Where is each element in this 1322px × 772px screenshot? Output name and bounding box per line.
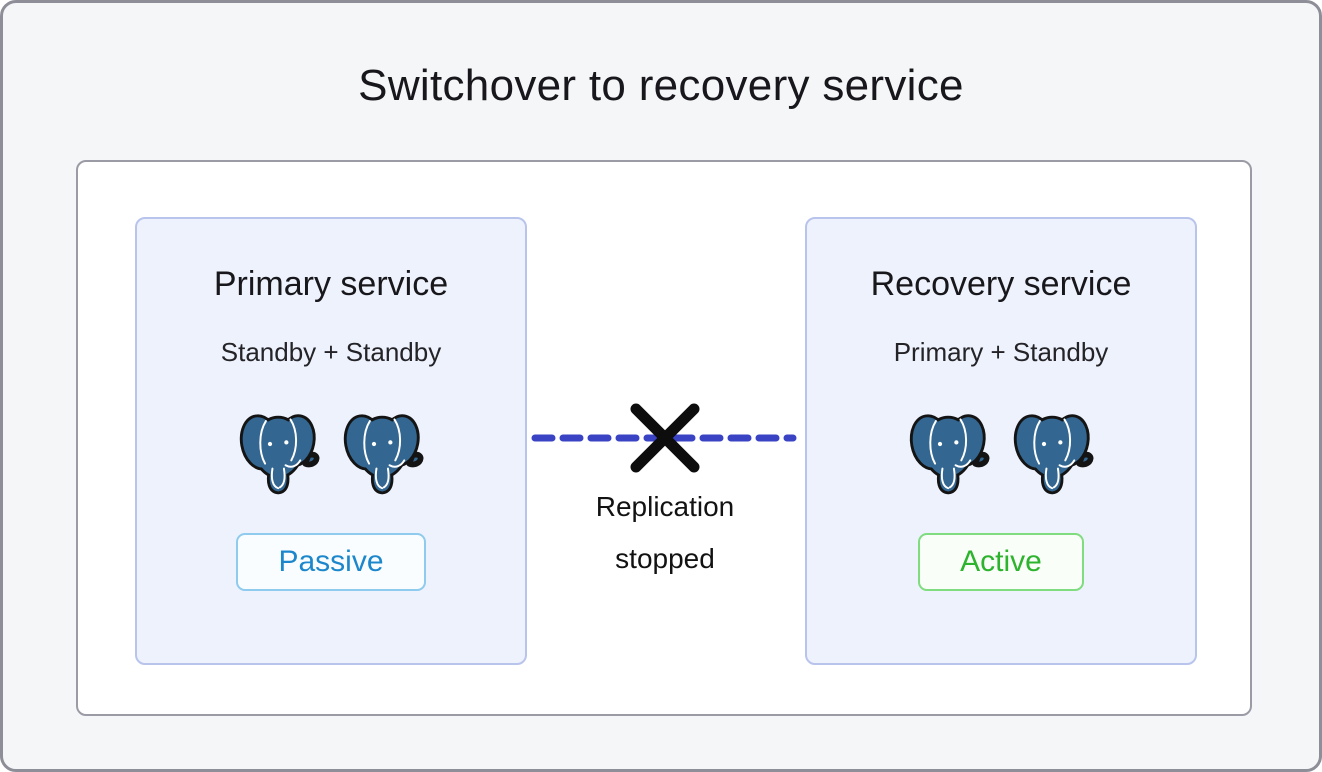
- primary-service-subtitle: Standby + Standby: [220, 337, 442, 367]
- postgresql-elephant-icon: [1012, 408, 1094, 498]
- primary-status-badge: Passive: [236, 533, 426, 591]
- primary-service-card: Primary service Standby + Standby Passiv…: [135, 217, 527, 665]
- replication-label-line2: stopped: [615, 543, 715, 574]
- recovery-service-title: Recovery service: [870, 265, 1132, 303]
- primary-node-icons: [137, 408, 525, 498]
- recovery-node-icons: [807, 408, 1195, 498]
- postgresql-elephant-icon: [908, 408, 990, 498]
- postgresql-elephant-icon: [238, 408, 320, 498]
- recovery-status-badge: Active: [918, 533, 1084, 591]
- diagram-title: Switchover to recovery service: [358, 61, 964, 110]
- replication-label-line1: Replication: [595, 491, 735, 522]
- replication-stopped-x-icon: [630, 403, 700, 473]
- services-panel: Primary service Standby + Standby Passiv…: [76, 160, 1252, 716]
- primary-service-title: Primary service: [213, 265, 449, 303]
- recovery-service-card: Recovery service Primary + Standby Activ…: [805, 217, 1197, 665]
- replication-stopped-label: Replication stopped: [515, 481, 815, 585]
- recovery-service-subtitle: Primary + Standby: [893, 337, 1109, 367]
- postgresql-elephant-icon: [342, 408, 424, 498]
